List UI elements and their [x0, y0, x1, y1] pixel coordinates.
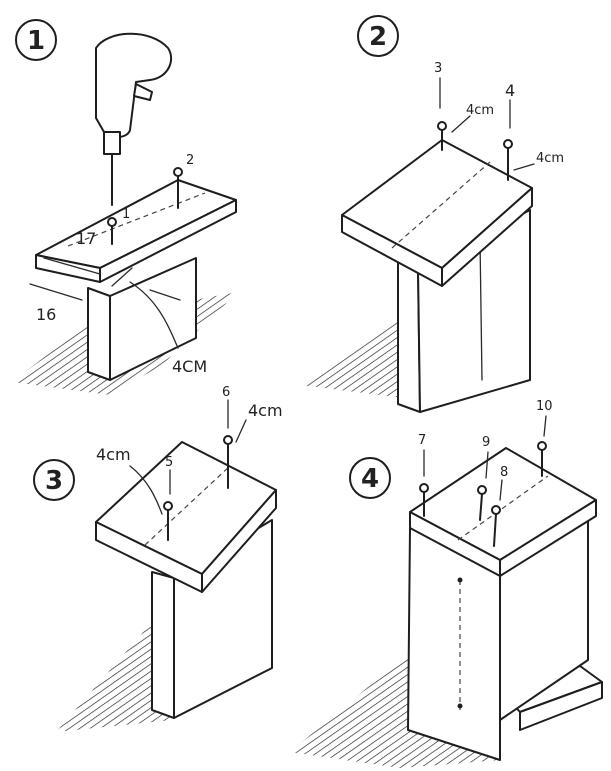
nail-8-icon — [491, 505, 501, 547]
step-4-panel: 4 7 9 — [290, 399, 603, 768]
nail-7-icon — [419, 483, 429, 517]
nail-4-label: 4 — [505, 81, 515, 100]
offset-b-label: 4cm — [536, 151, 564, 166]
nail-3-label: 3 — [434, 61, 442, 76]
step-4-number: 4 — [361, 464, 379, 494]
nail-5-label: 5 — [165, 455, 173, 470]
offset-4cm-label: 4CM — [172, 357, 207, 376]
dim-17-label: 17 — [76, 229, 96, 248]
step-2-panel: 2 3 4 4cm 4cm — [300, 15, 564, 413]
nail-1-icon — [107, 217, 117, 245]
step-3-number: 3 — [45, 466, 63, 496]
nail-8-label: 8 — [500, 465, 508, 480]
drill-icon — [95, 32, 173, 206]
nail-1-label: 1 — [122, 207, 130, 222]
step-3-badge: 3 — [33, 459, 75, 501]
nail-2-label: 2 — [186, 153, 194, 168]
step-1-badge: 1 — [15, 19, 57, 61]
step-2-top-side — [441, 187, 533, 287]
nail-3-icon — [437, 121, 447, 151]
nail-2-icon — [173, 167, 183, 209]
offset-b-label: 4cm — [248, 401, 283, 420]
step-4-base-front — [519, 681, 603, 731]
step-4-top-side — [499, 499, 597, 577]
step-3-top-side — [201, 489, 277, 593]
step-1-top-edge-side — [99, 199, 237, 283]
dim-16-label: 16 — [36, 305, 56, 324]
nail-5-icon — [163, 501, 173, 541]
nail-9-label: 9 — [482, 435, 490, 450]
step-4-badge: 4 — [349, 457, 391, 499]
nail-10-label: 10 — [536, 399, 553, 414]
nail-6-icon — [223, 435, 233, 489]
offset-a-label: 4cm — [466, 103, 494, 118]
nail-10-icon — [537, 441, 547, 477]
step-2-number: 2 — [369, 22, 387, 52]
step-2-left-leg — [397, 261, 421, 413]
step-1-panel: 1 17 16 4CM 1 — [12, 19, 238, 395]
nail-4-icon — [503, 139, 513, 181]
step-1-leg — [87, 287, 111, 381]
nail-9-icon — [477, 485, 487, 521]
nail-6-label: 6 — [222, 385, 230, 400]
offset-a-label: 4cm — [96, 445, 131, 464]
nail-7-label: 7 — [418, 433, 426, 448]
step-1-number: 1 — [27, 26, 45, 56]
step-3-panel: 3 5 6 4cm 4cm — [33, 385, 283, 732]
step-3-left-leg — [151, 571, 175, 719]
step-1-leg-side — [109, 257, 197, 381]
step-2-badge: 2 — [357, 15, 399, 57]
